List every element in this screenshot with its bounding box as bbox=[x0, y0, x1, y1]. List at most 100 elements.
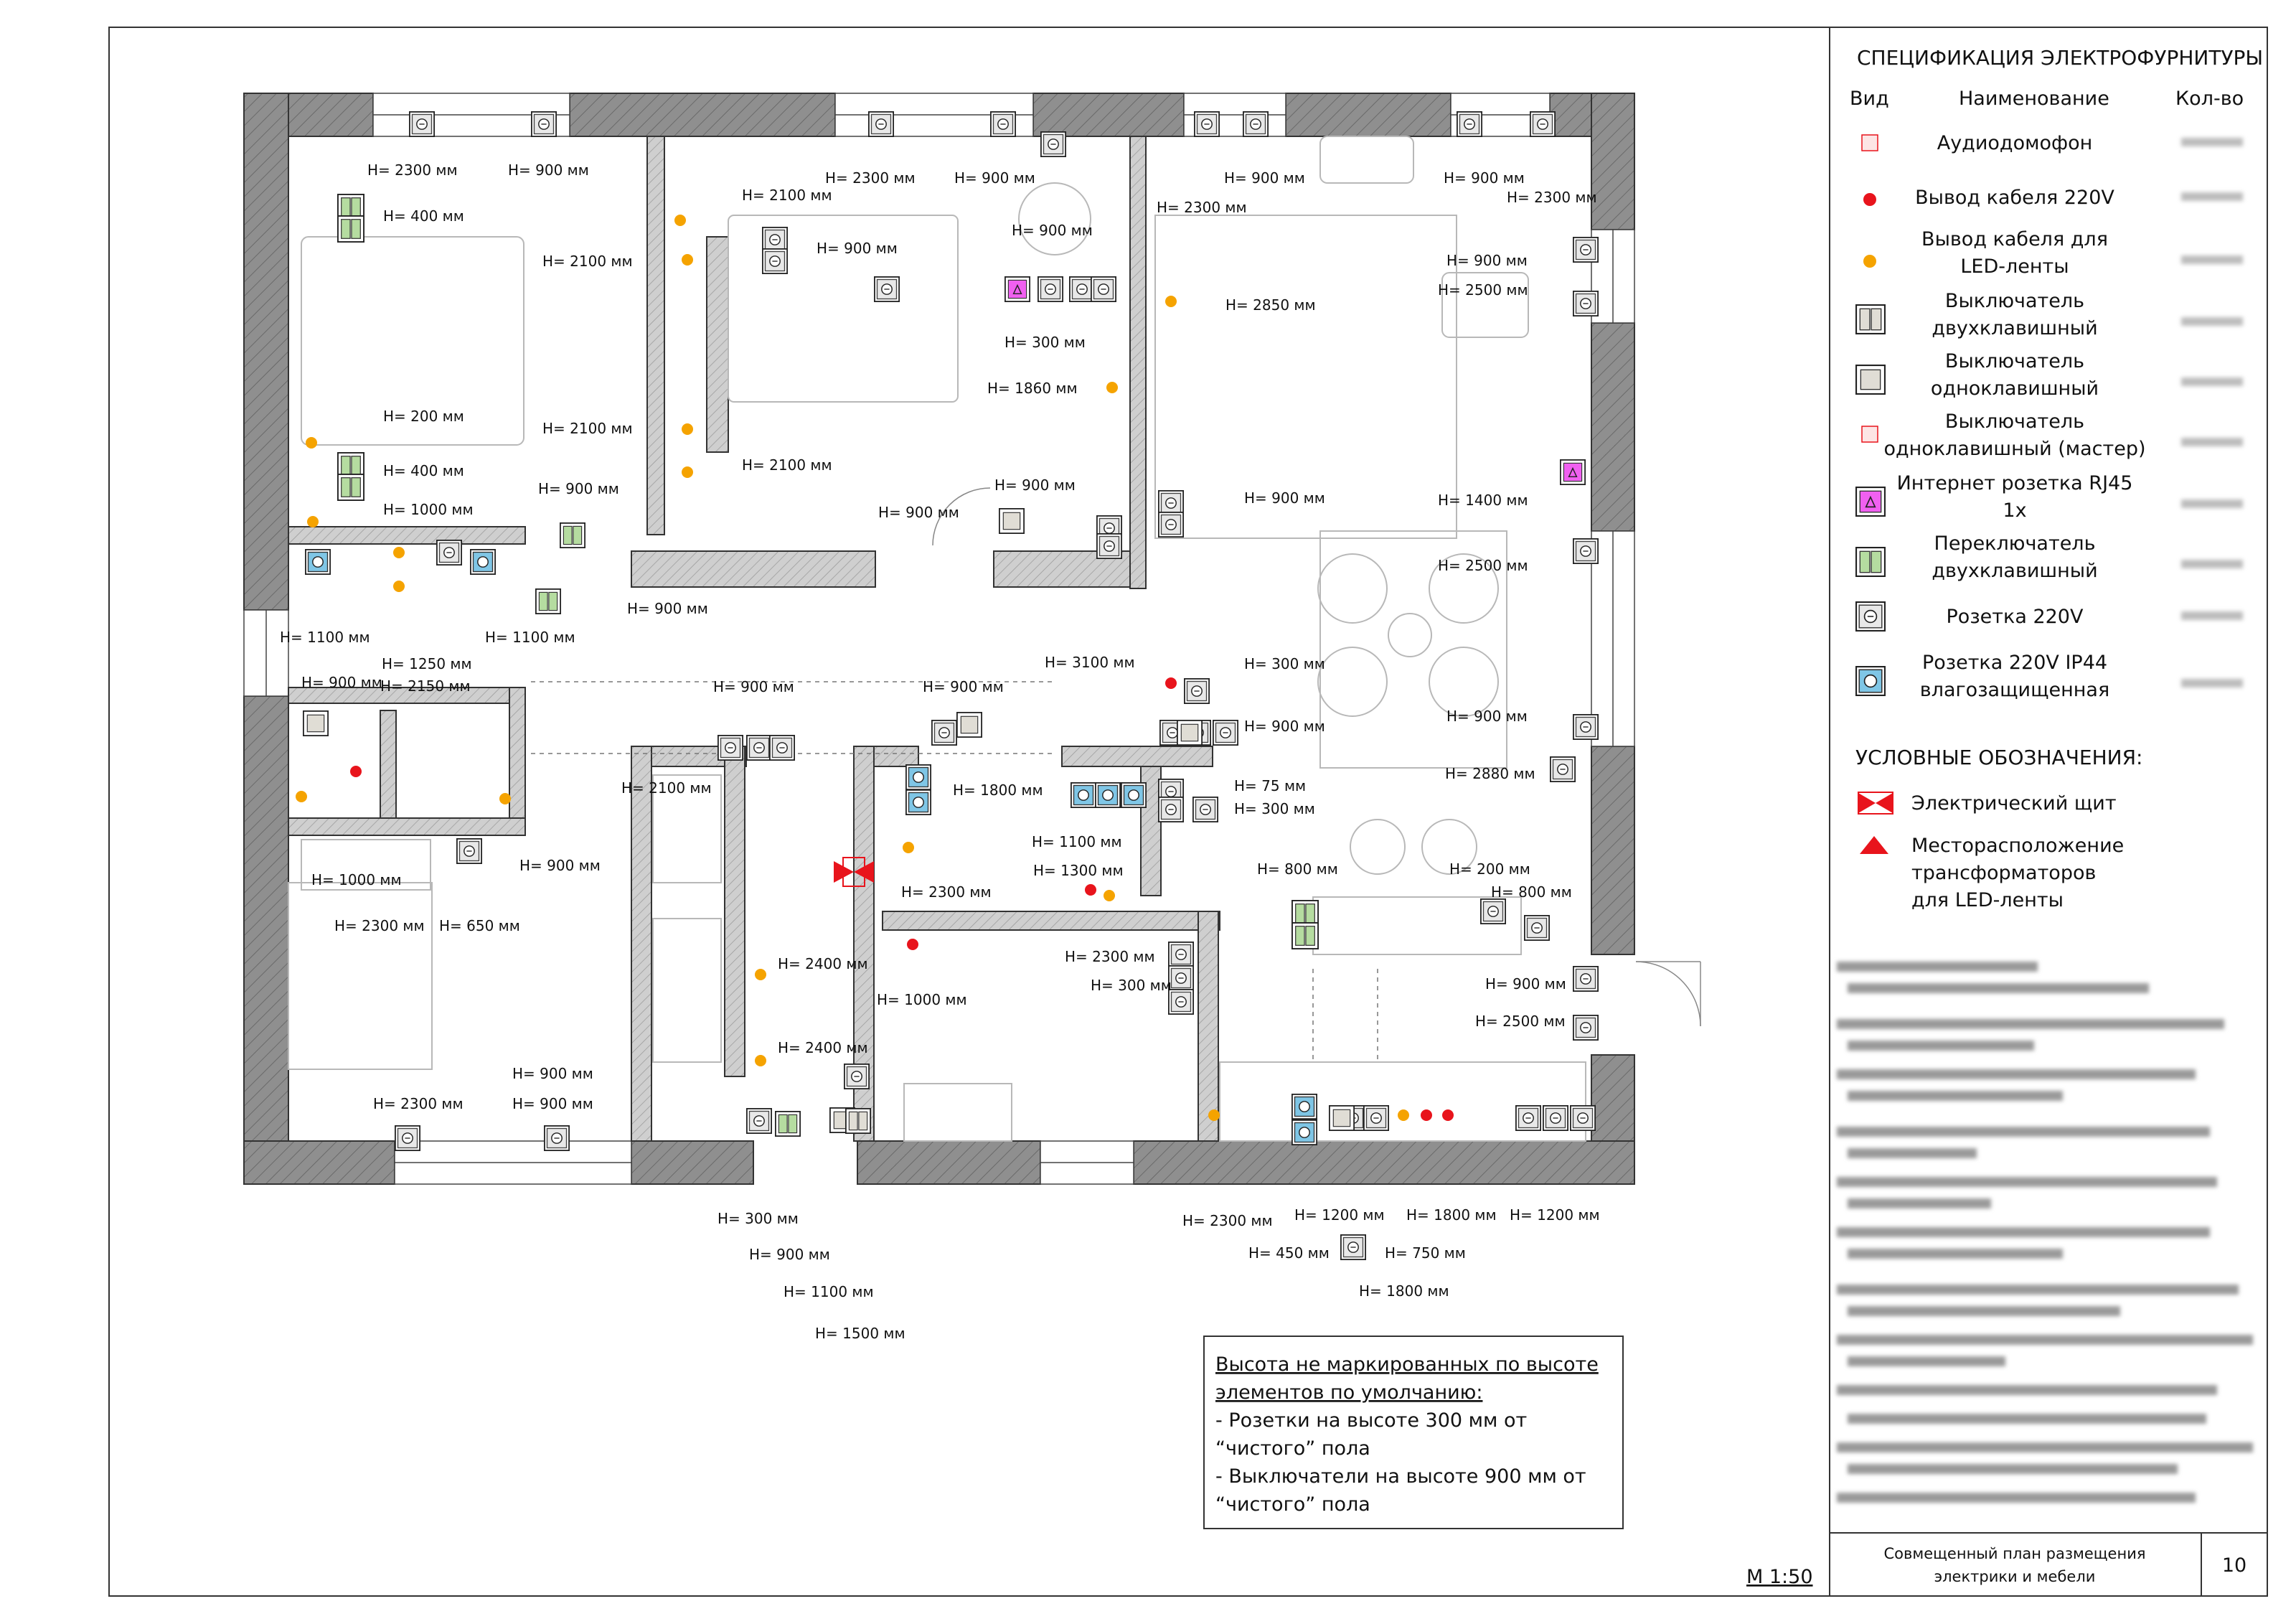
socket-icon bbox=[844, 1064, 870, 1089]
height-label: H= 2850 мм bbox=[1225, 296, 1316, 314]
cable-220v-icon bbox=[350, 766, 362, 777]
height-label: H= 900 мм bbox=[508, 161, 589, 179]
height-label: H= 2400 мм bbox=[778, 955, 868, 972]
height-label: H= 2100 мм bbox=[542, 253, 633, 270]
cable-led-icon bbox=[682, 466, 693, 478]
cable-led-icon bbox=[1398, 1109, 1409, 1121]
socket-icon bbox=[1040, 131, 1066, 157]
switch-single-icon bbox=[1177, 720, 1203, 746]
socket-ip44-icon bbox=[1292, 1094, 1317, 1120]
socket-icon bbox=[1091, 276, 1116, 302]
socket-icon bbox=[531, 111, 557, 137]
height-label: H= 900 мм bbox=[954, 169, 1035, 187]
socket-icon bbox=[1573, 291, 1599, 316]
height-label: H= 900 мм bbox=[1224, 169, 1305, 187]
height-label: H= 2500 мм bbox=[1438, 281, 1528, 299]
spec-item-name-2: одноклавишный (мастер) bbox=[1883, 438, 2145, 460]
spec-item-name-2: одноклавишный bbox=[1931, 377, 2099, 400]
sheet-number: 10 bbox=[2222, 1554, 2246, 1577]
height-label: H= 1800 мм bbox=[1359, 1282, 1449, 1300]
toggle-double-icon bbox=[1292, 922, 1319, 949]
height-label: H= 300 мм bbox=[1091, 977, 1172, 994]
rj45-icon bbox=[1004, 276, 1030, 302]
socket-icon bbox=[456, 838, 482, 864]
socket-icon bbox=[395, 1125, 420, 1151]
height-label: H= 900 мм bbox=[1244, 718, 1325, 735]
height-label: H= 900 мм bbox=[749, 1246, 830, 1263]
height-label: H= 300 мм bbox=[1004, 334, 1086, 351]
height-label: H= 400 мм bbox=[383, 462, 464, 479]
spec-item-qty-blurred bbox=[2181, 679, 2243, 687]
switch-master-icon bbox=[1861, 426, 1878, 443]
socket-icon bbox=[746, 1108, 772, 1134]
height-label: H= 900 мм bbox=[994, 477, 1076, 494]
height-label: H= 450 мм bbox=[1248, 1244, 1330, 1262]
note-line2: элементов по умолчанию: bbox=[1215, 1381, 1482, 1404]
height-label: H= 2300 мм bbox=[1182, 1212, 1273, 1229]
height-label: H= 1200 мм bbox=[1510, 1206, 1600, 1224]
cable-220v-icon bbox=[1165, 677, 1177, 689]
spec-item-qty-blurred bbox=[2181, 499, 2243, 508]
legend-transformer-l3: для LED-ленты bbox=[1911, 889, 2064, 911]
height-label: H= 900 мм bbox=[1012, 222, 1093, 239]
panel-legend-icon bbox=[1858, 792, 1893, 815]
socket-icon bbox=[1363, 1105, 1389, 1131]
socket-icon bbox=[868, 111, 894, 137]
spec-item-name-2: 1х bbox=[2003, 499, 2026, 522]
device-symbols bbox=[296, 111, 1599, 1260]
height-label: H= 2500 мм bbox=[1438, 557, 1528, 574]
socket-ip44-icon bbox=[1292, 1120, 1317, 1145]
spec-item-name: Вывод кабеля для bbox=[1921, 228, 2108, 250]
toggle-double-icon bbox=[1855, 547, 1886, 577]
height-label: H= 1500 мм bbox=[815, 1325, 905, 1342]
caption-line1: Совмещенный план размещения bbox=[1884, 1545, 2146, 1562]
socket-icon bbox=[1038, 276, 1063, 302]
socket-icon bbox=[1480, 898, 1506, 924]
height-label: H= 650 мм bbox=[439, 917, 520, 934]
cable-220v-icon bbox=[1442, 1109, 1454, 1121]
socket-icon bbox=[1340, 1234, 1366, 1260]
height-label: H= 900 мм bbox=[1444, 169, 1525, 187]
switch-double-icon bbox=[1855, 304, 1886, 334]
spec-item-name: Вывод кабеля 220V bbox=[1915, 187, 2114, 209]
spec-item-qty-blurred bbox=[2181, 560, 2243, 568]
socket-icon bbox=[1096, 533, 1122, 559]
socket-icon bbox=[1158, 512, 1184, 538]
height-label: H= 400 мм bbox=[383, 207, 464, 225]
legend-transformer-l1: Месторасположение bbox=[1911, 835, 2124, 857]
height-label: H= 900 мм bbox=[538, 480, 619, 497]
toggle-double-icon bbox=[337, 215, 364, 243]
height-label: H= 900 мм bbox=[512, 1095, 593, 1112]
height-label: H= 2100 мм bbox=[742, 187, 832, 204]
height-label: H= 900 мм bbox=[1446, 252, 1528, 269]
socket-icon bbox=[1158, 797, 1184, 822]
spec-item-qty-blurred bbox=[2181, 255, 2243, 264]
cable-led-icon bbox=[1106, 382, 1118, 393]
scale-label: М 1:50 bbox=[1746, 1566, 1813, 1588]
spec-item-name: Выключатель bbox=[1945, 350, 2084, 372]
spec-row: Вывод кабеля 220V bbox=[1863, 187, 2243, 209]
spec-item-name: Переключатель bbox=[1934, 532, 2096, 555]
rj45-icon bbox=[1560, 459, 1586, 485]
socket-icon bbox=[1573, 714, 1599, 740]
socket-icon bbox=[1192, 797, 1218, 822]
socket-icon bbox=[1543, 1105, 1568, 1131]
height-label: H= 2100 мм bbox=[542, 420, 633, 437]
caption-line2: электрики и мебели bbox=[1934, 1568, 2096, 1585]
socket-icon bbox=[1573, 966, 1599, 992]
spec-item-name: Розетка 220V IP44 bbox=[1922, 652, 2107, 674]
socket-icon bbox=[762, 227, 788, 253]
socket-ip44-icon bbox=[905, 789, 931, 815]
height-label: H= 1000 мм bbox=[383, 501, 474, 518]
cable-led-icon bbox=[499, 793, 511, 804]
height-label: H= 900 мм bbox=[1446, 708, 1528, 725]
note-box: Высота не маркированных по высоте элемен… bbox=[1203, 1336, 1624, 1529]
legend: УСЛОВНЫЕ ОБОЗНАЧЕНИЯ: Электрический щит … bbox=[1855, 746, 2143, 911]
height-label: H= 750 мм bbox=[1385, 1244, 1466, 1262]
height-label: H= 900 мм bbox=[713, 678, 794, 695]
spec-row: Розетка 220V bbox=[1855, 601, 2243, 632]
socket-icon bbox=[409, 111, 435, 137]
